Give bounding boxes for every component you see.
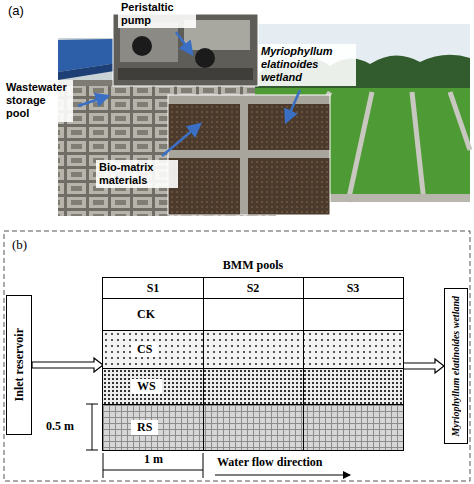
dimension-line [86, 404, 98, 405]
column-divider [203, 278, 204, 450]
node-text: S2 [247, 281, 260, 296]
flow-label: Water flow direction [215, 455, 325, 470]
photo-caption: Peristaltic pump [118, 0, 196, 28]
leader-arrow [162, 124, 200, 156]
wetland-photo [348, 92, 372, 202]
bio-matrix-photo [168, 150, 330, 158]
bio-matrix-photo [168, 95, 330, 215]
node-text: CS [131, 342, 158, 357]
dimension-line [92, 404, 93, 450]
node-text: BMM pools [103, 258, 403, 273]
dimension-line [103, 453, 104, 478]
node-text: Inlet reservoir [13, 328, 25, 401]
pool-photo [58, 80, 276, 216]
panel-tag: (b) [12, 237, 27, 253]
dimension-line [86, 450, 98, 451]
wetland-photo [412, 92, 424, 202]
column-header: S2 [203, 278, 303, 298]
inlet-reservoir-box: Inlet reservoir [6, 295, 32, 435]
leader-arrow [286, 90, 300, 122]
pool-photo [58, 86, 276, 216]
dimension-label: 1 m [142, 452, 165, 467]
node-text: S1 [147, 281, 160, 296]
bio-matrix-photo [168, 95, 330, 215]
flow-connector [32, 358, 103, 372]
treatment-row: RS [103, 404, 403, 450]
treatment-row: CS [103, 330, 403, 368]
bio-matrix-photo [168, 95, 330, 104]
column-header: S3 [303, 278, 403, 298]
treatment-row: WS [103, 368, 403, 404]
leader-arrow [78, 96, 108, 106]
pump-photo [195, 48, 215, 68]
dimension-line [203, 453, 204, 478]
wetland-box: Myriophyllum elatinoides wetland [444, 288, 468, 444]
dimension-line [103, 470, 203, 471]
photo-caption: Myriophyllum elatinoides wetland [258, 44, 356, 86]
bio-matrix-photo [168, 95, 330, 215]
leader-arrow [176, 32, 192, 54]
node-text: RS [131, 420, 158, 435]
wetland-photo [450, 92, 470, 150]
node-text: S3 [347, 281, 360, 296]
treatment-row: CK [103, 298, 403, 330]
panel-tag: (a) [8, 3, 24, 18]
panel-border [4, 231, 470, 481]
node-text: WS [131, 379, 162, 394]
bio-matrix-photo [240, 95, 248, 215]
photo-caption: Wastewater storage pool [3, 80, 73, 122]
node-text: CK [131, 307, 161, 322]
column-header: S1 [103, 278, 203, 298]
column-divider [303, 278, 304, 450]
flow-connector [403, 359, 444, 373]
pump-photo [118, 68, 253, 80]
flow-arrow [215, 474, 350, 475]
node-text: Myriophyllum elatinoides wetland [451, 296, 461, 437]
photo-caption: Bio-matrix materials [96, 160, 178, 188]
bmm-pool-grid: BMM poolsS1S2S3CKCSWSRS [103, 278, 403, 450]
dimension-label: 0.5 m [44, 419, 76, 434]
pump-photo [132, 36, 152, 56]
